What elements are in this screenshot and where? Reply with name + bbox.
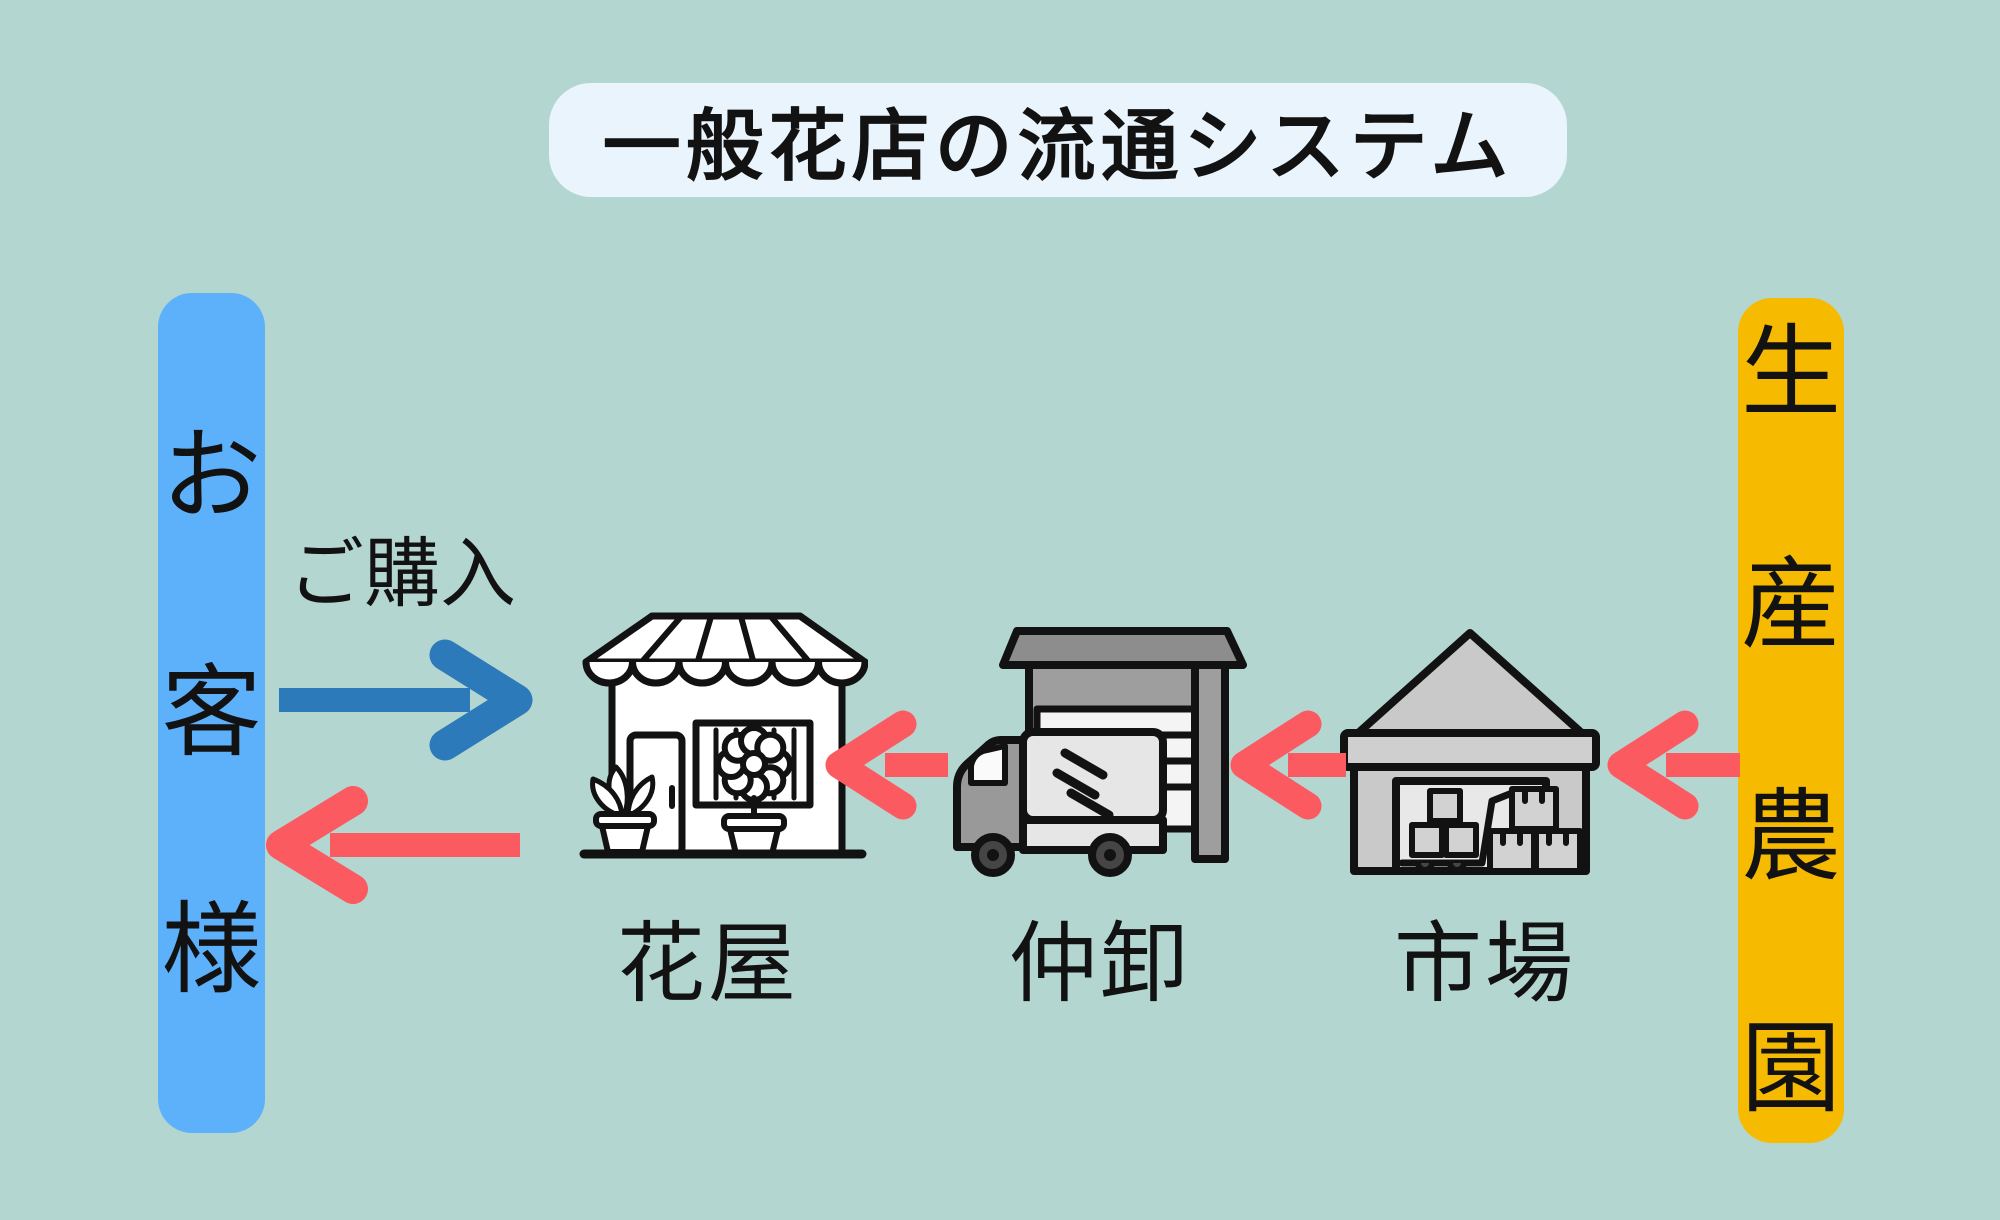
box-stack [1487,786,1583,874]
page-title: 一般花店の流通システム [602,102,1514,190]
node-label-market: 市場 [1393,914,1577,1013]
hand-truck [1398,788,1516,873]
truck-wheel [1088,833,1132,877]
flower-shop-icon [579,612,868,859]
producer-bar-char: 産 [1741,548,1841,661]
potted-plant [590,764,657,855]
customer-bar-char: お [161,420,262,532]
node-label-wholesaler: 仲卸 [1008,914,1192,1013]
producer-bar-char: 園 [1741,1012,1841,1125]
purchase-arrow-right [279,639,533,761]
delivery-truck-garage-icon [953,627,1247,877]
supply-arrow-florist-to-customer [266,786,520,904]
market-warehouse-icon [1340,629,1600,875]
supply-arrow-market-to-wholesaler [1230,710,1346,820]
node-label-florist: 花屋 [616,914,800,1013]
customer-bar-char: 客 [161,657,262,769]
customer-bar-char: 様 [161,894,262,1006]
producer-farm-bar: 生 産 農 園 [1738,298,1844,1143]
truck-wheel [971,833,1015,877]
title-banner: 一般花店の流通システム [549,83,1567,197]
purchase-arrow-label: ご購入 [288,532,516,617]
producer-bar-char: 農 [1741,780,1841,893]
supply-arrow-farm-to-market [1607,710,1740,820]
daisy-flower [715,725,793,819]
producer-bar-char: 生 [1741,316,1841,429]
customer-bar: お 客 様 [158,293,265,1133]
